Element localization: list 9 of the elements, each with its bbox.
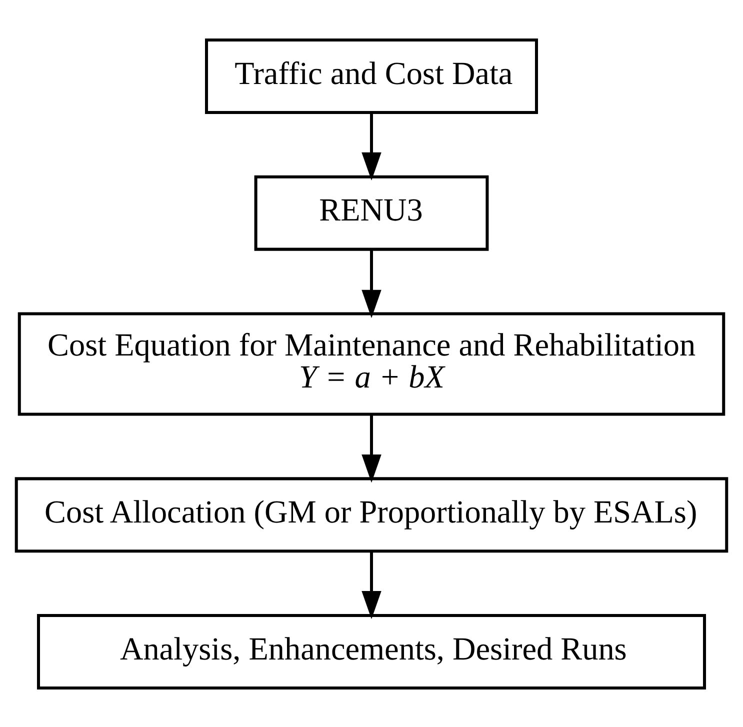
node-box: Analysis, Enhancements, Desired Runs — [36, 614, 706, 689]
node-box: Traffic and Cost Data — [205, 38, 538, 114]
arrow — [362, 112, 382, 180]
node-box: Cost Allocation (GM or Proportionally by ESALs) — [14, 476, 728, 552]
node-box: RENU3 — [254, 174, 489, 250]
arrow — [362, 249, 382, 318]
arrow — [362, 414, 382, 482]
node-box: Cost Equation for Maintenance and Rehabilitation Y = a + bX — [18, 312, 726, 416]
arrow — [362, 551, 382, 619]
